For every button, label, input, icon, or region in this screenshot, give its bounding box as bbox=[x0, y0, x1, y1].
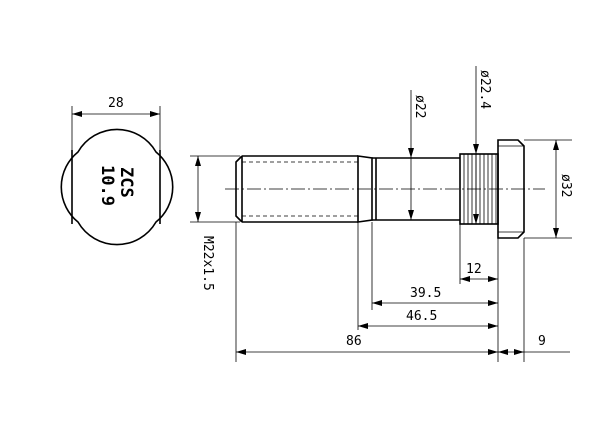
dim-86: 86 bbox=[236, 334, 498, 355]
end-view-marking-bottom: 10.9 bbox=[97, 165, 117, 206]
dim-86-label: 86 bbox=[346, 334, 362, 349]
dim-46-5: 46.5 bbox=[358, 309, 498, 329]
side-view bbox=[225, 139, 545, 239]
dim-39-5: 39.5 bbox=[372, 286, 498, 306]
thread-label: M22x1.5 bbox=[200, 236, 215, 291]
end-view: 28 ZCS 10.9 bbox=[60, 96, 174, 246]
dim-12-label: 12 bbox=[466, 262, 482, 277]
end-view-width-dim: 28 bbox=[108, 96, 124, 111]
dim-39-5-label: 39.5 bbox=[410, 286, 441, 301]
head-diameter-label: ø32 bbox=[558, 174, 573, 197]
shank-diameter-label: ø22 bbox=[412, 95, 427, 118]
dim-9-label: 9 bbox=[538, 334, 546, 349]
dim-9: 9 bbox=[498, 334, 570, 355]
thread-dimension: M22x1.5 bbox=[190, 155, 240, 291]
knurl bbox=[459, 153, 499, 225]
end-view-outline bbox=[60, 128, 174, 246]
dim-46-5-label: 46.5 bbox=[406, 309, 437, 324]
knurl-diameter-label: ø22.4 bbox=[477, 70, 492, 109]
dim-12: 12 bbox=[460, 262, 498, 282]
knurl-diameter-dimension: ø22.4 bbox=[473, 66, 492, 224]
thread-outline bbox=[235, 155, 243, 223]
end-view-marking-top: ZCS bbox=[116, 167, 136, 198]
shank-diameter-dimension: ø22 bbox=[408, 90, 427, 220]
head-diameter-dimension: ø32 bbox=[524, 139, 573, 239]
